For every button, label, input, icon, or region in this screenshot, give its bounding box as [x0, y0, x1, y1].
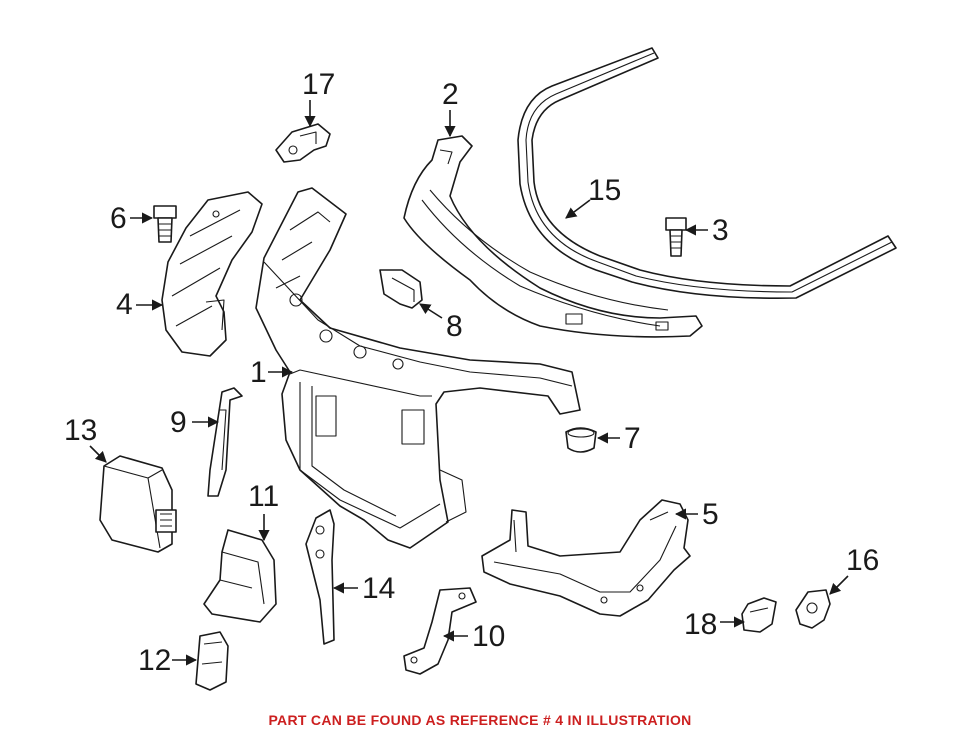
callout-5: 5: [702, 498, 719, 531]
part-17-bracket: [275, 123, 331, 163]
part-5-lower-carrier: [481, 499, 691, 617]
callout-7: 7: [624, 422, 641, 455]
part-1-radiator-support: [255, 187, 581, 549]
callout-8: 8: [446, 310, 463, 343]
callout-1: 1: [250, 356, 267, 389]
part-11-air-guide: [203, 529, 277, 623]
callout-3: 3: [712, 214, 729, 247]
callouts: 1 2 3 4 5 6 7 8 9 10 11 12 13 14 15 16 1: [64, 68, 879, 677]
part-3-bolt: [665, 217, 687, 257]
callout-12: 12: [138, 644, 171, 677]
part-14-vertical-bar: [305, 509, 335, 645]
part-9-strip-bracket: [207, 387, 243, 497]
callout-18: 18: [684, 608, 717, 641]
part-2-upper-support: [403, 135, 703, 338]
callout-17: 17: [302, 68, 335, 101]
callout-11: 11: [248, 480, 279, 513]
callout-15: 15: [588, 174, 621, 207]
part-15-reinforcement-bar: [517, 47, 897, 299]
part-4-left-bracket: [161, 191, 263, 357]
part-10-lower-bracket: [403, 587, 477, 675]
callout-4: 4: [116, 288, 133, 321]
callout-16: 16: [846, 544, 879, 577]
reference-note: PART CAN BE FOUND AS REFERENCE # 4 IN IL…: [268, 712, 692, 728]
part-8-bracket: [379, 269, 423, 309]
callout-10: 10: [472, 620, 505, 653]
callout-13: 13: [64, 414, 97, 447]
callout-14: 14: [362, 572, 395, 605]
callout-6: 6: [110, 202, 127, 235]
callout-9: 9: [170, 406, 187, 439]
part-18-clip: [741, 597, 777, 633]
part-6-bolt: [153, 205, 177, 243]
part-16-round-clip: [795, 589, 831, 629]
callout-2: 2: [442, 78, 459, 111]
part-7-grommet: [565, 427, 597, 453]
part-13-control-module: [99, 455, 177, 553]
part-12-clip: [195, 631, 229, 691]
